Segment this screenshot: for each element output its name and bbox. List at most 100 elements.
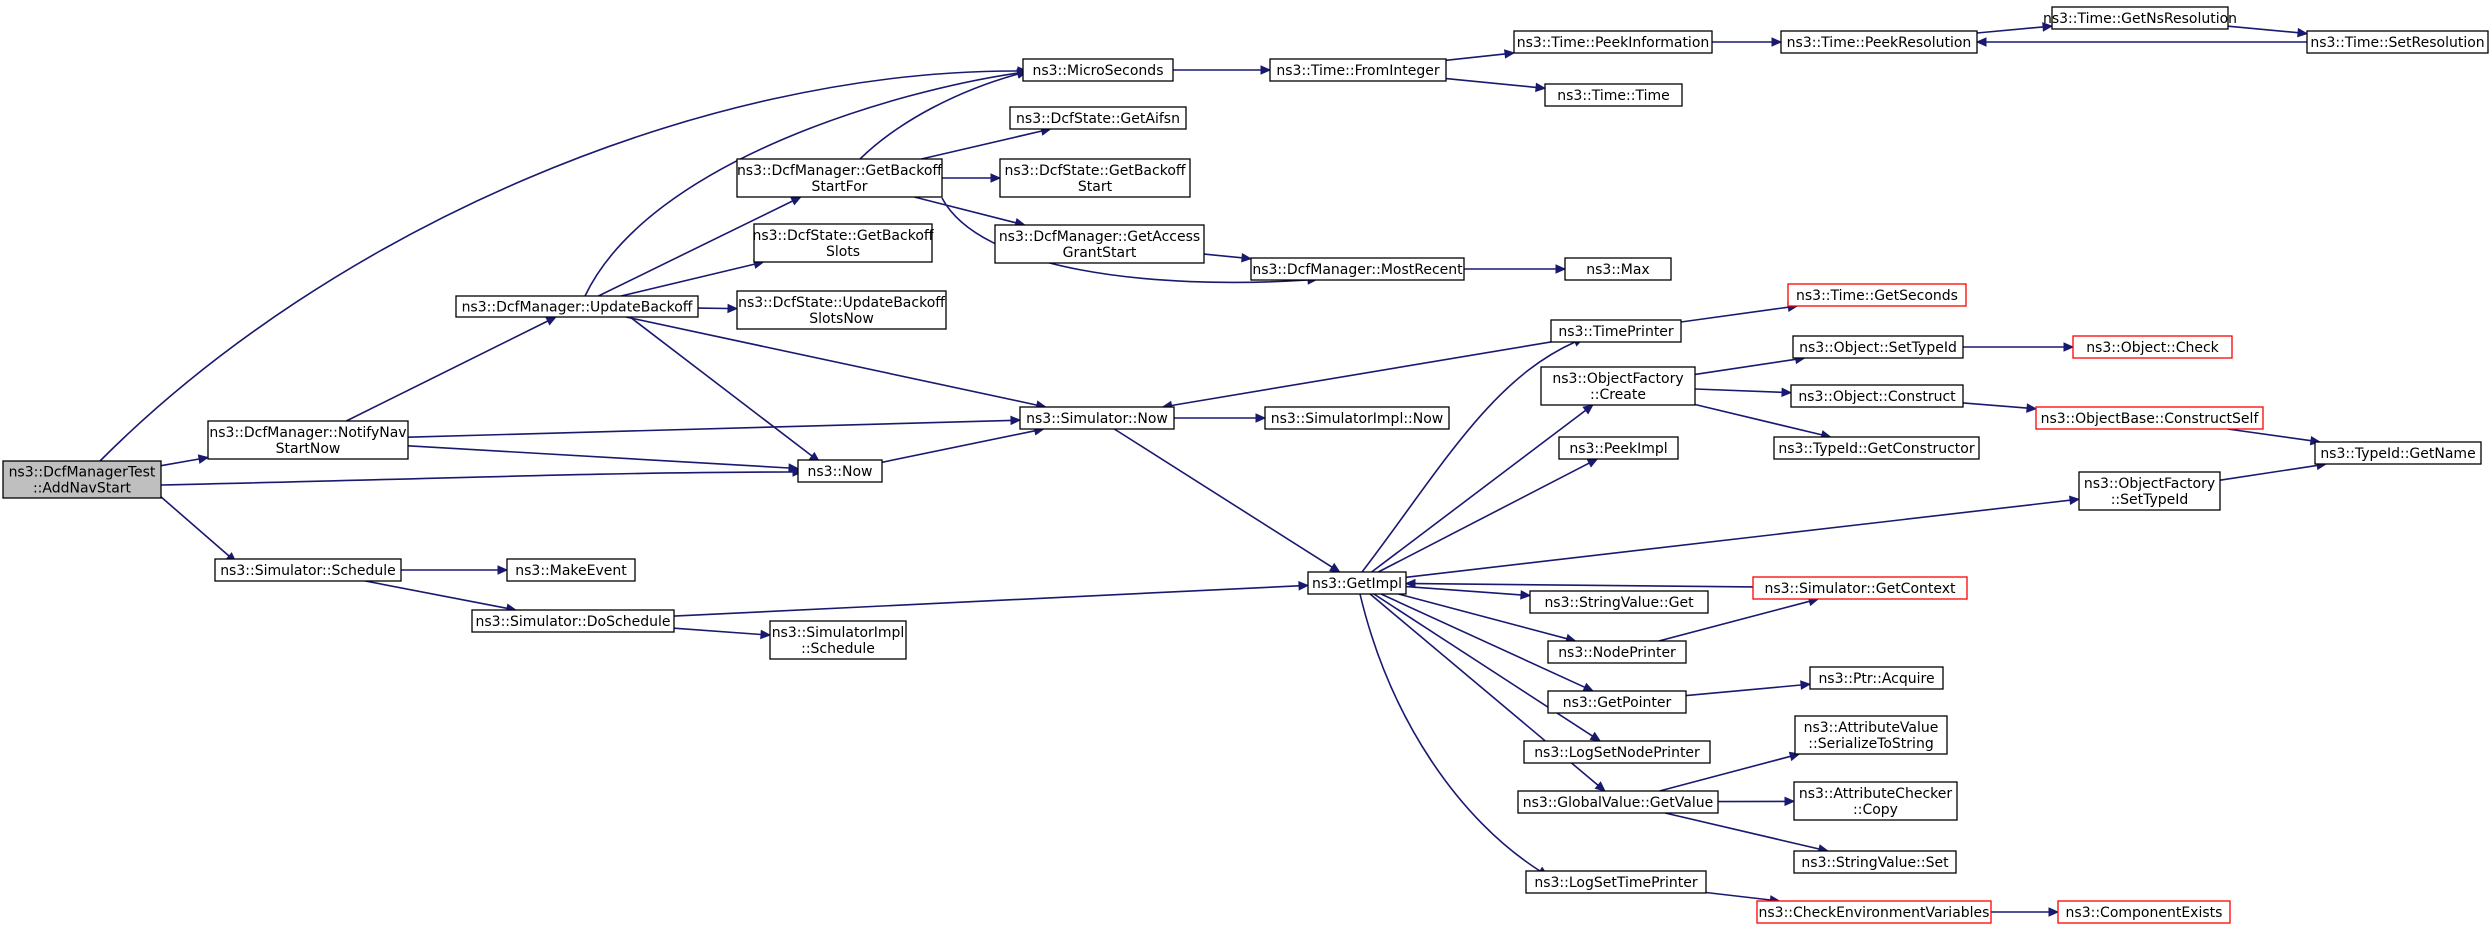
call-graph-nodes: ns3::DcfManagerTest::AddNavStart ns3::Dcf…	[2, 6, 2489, 924]
node-peekInformation[interactable]: ns3::Time::PeekInformation	[1513, 30, 1713, 54]
node-label: ns3::Simulator::Schedule	[220, 563, 396, 579]
node-simNow[interactable]: ns3::Simulator::Now	[1019, 406, 1175, 430]
node-box	[994, 224, 1205, 264]
node-box	[1794, 715, 1948, 755]
edge-getImpl-to-objFactoryCreate	[1371, 404, 1594, 573]
node-globalValueGetValue[interactable]: ns3::GlobalValue::GetValue	[1517, 790, 1719, 814]
node-nodePrinter[interactable]: ns3::NodePrinter	[1547, 640, 1687, 664]
node-label: ns3::MakeEvent	[515, 563, 627, 579]
edge-line	[345, 320, 549, 422]
node-getPointer[interactable]: ns3::GetPointer	[1547, 690, 1687, 714]
arrowhead-icon	[2297, 27, 2309, 38]
arrowhead-icon	[2042, 22, 2054, 32]
node-getName[interactable]: ns3::TypeId::GetName	[2314, 441, 2482, 465]
arrowhead-icon	[1404, 578, 1416, 589]
node-label: ns3::Simulator::GetContext	[1764, 581, 1956, 597]
node-objectCheck[interactable]: ns3::Object::Check	[2072, 335, 2233, 359]
node-label: ns3::SimulatorImpl	[772, 625, 905, 641]
edge-line	[1405, 585, 1522, 596]
node-updateBackoff[interactable]: ns3::DcfManager::UpdateBackoff	[455, 295, 699, 318]
arrowhead-icon	[1781, 387, 1793, 398]
edge-line	[1414, 582, 1754, 588]
node-now[interactable]: ns3::Now	[797, 459, 883, 483]
node-componentExists[interactable]: ns3::ComponentExists	[2057, 900, 2231, 924]
edge-line	[1680, 306, 1789, 323]
node-peekImpl[interactable]: ns3::PeekImpl	[1558, 436, 1679, 460]
edge-line	[1361, 341, 1576, 573]
edge-line	[625, 316, 1038, 406]
node-box	[1513, 30, 1713, 54]
node-logSetTimePrinter[interactable]: ns3::LogSetTimePrinter	[1525, 870, 1707, 894]
edge-getBackoffStartFor-to-getAccessGrantStart	[914, 196, 1026, 228]
node-timePrinter[interactable]: ns3::TimePrinter	[1550, 319, 1682, 343]
node-setResolution[interactable]: ns3::Time::SetResolution	[2306, 30, 2489, 54]
node-microSeconds[interactable]: ns3::MicroSeconds	[1022, 58, 1174, 82]
node-root[interactable]: ns3::DcfManagerTest::AddNavStart	[2, 460, 162, 499]
node-logSetNodePrinter[interactable]: ns3::LogSetNodePrinter	[1523, 740, 1711, 764]
node-label: ns3::DcfManager::GetBackoff	[737, 163, 942, 179]
node-schedule[interactable]: ns3::Simulator::Schedule	[214, 558, 402, 582]
arrowhead-icon	[1255, 413, 1267, 423]
node-makeEvent[interactable]: ns3::MakeEvent	[506, 558, 636, 582]
node-acquire[interactable]: ns3::Ptr::Acquire	[1809, 666, 1944, 690]
node-getNsResolution[interactable]: ns3::Time::GetNsResolution	[2043, 6, 2237, 30]
node-getImpl[interactable]: ns3::GetImpl	[1307, 571, 1407, 595]
node-checkEnv[interactable]: ns3::CheckEnvironmentVariables	[1756, 900, 1992, 924]
node-label: ns3::DcfState::GetAifsn	[1016, 111, 1180, 127]
arrowhead-icon	[1260, 65, 1272, 75]
edge-notifyNav-to-updateBackoff	[345, 316, 557, 422]
edge-peekInformation-to-peekResolution	[1712, 37, 1783, 47]
node-getConstructor[interactable]: ns3::TypeId::GetConstructor	[1773, 436, 1980, 460]
node-label: ns3::ObjectFactory	[2084, 476, 2215, 492]
edge-getBackoffStartFor-to-getBackoffStart	[942, 173, 1002, 183]
node-fromInteger[interactable]: ns3::Time::FromInteger	[1269, 58, 1447, 82]
node-box	[1793, 850, 1957, 874]
node-getSeconds[interactable]: ns3::Time::GetSeconds	[1787, 283, 1967, 307]
node-peekResolution[interactable]: ns3::Time::PeekResolution	[1780, 30, 1978, 54]
node-box	[1022, 58, 1174, 82]
node-label: ns3::AttributeValue	[1804, 720, 1939, 736]
node-max[interactable]: ns3::Max	[1564, 257, 1672, 281]
node-mostRecent[interactable]: ns3::DcfManager::MostRecent	[1250, 257, 1465, 281]
node-setTypeId[interactable]: ns3::Object::SetTypeId	[1792, 335, 1964, 359]
edge-line	[1377, 462, 1590, 573]
node-label: ns3::MicroSeconds	[1032, 63, 1163, 79]
node-getContext[interactable]: ns3::Simulator::GetContext	[1752, 576, 1968, 600]
node-simImplSchedule[interactable]: ns3::SimulatorImpl::Schedule	[769, 620, 907, 660]
node-doSchedule[interactable]: ns3::Simulator::DoSchedule	[471, 609, 675, 633]
node-construct[interactable]: ns3::Object::Construct	[1790, 384, 1964, 408]
node-objFactoryCreate[interactable]: ns3::ObjectFactory::Create	[1540, 366, 1696, 406]
node-getAifsn[interactable]: ns3::DcfState::GetAifsn	[1009, 106, 1187, 130]
node-box	[2057, 900, 2231, 924]
node-box	[769, 620, 907, 660]
node-objFactorySetTypeId[interactable]: ns3::ObjectFactory::SetTypeId	[2078, 471, 2221, 511]
node-label: ns3::Time::GetNsResolution	[2043, 11, 2237, 27]
node-stringValueGet[interactable]: ns3::StringValue::Get	[1529, 590, 1709, 614]
edge-schedule-to-makeEvent	[401, 565, 509, 575]
node-timeTime[interactable]: ns3::Time::Time	[1544, 83, 1683, 107]
node-box	[2051, 6, 2229, 30]
node-box	[1790, 384, 1964, 408]
node-constructSelf[interactable]: ns3::ObjectBase::ConstructSelf	[2035, 406, 2264, 430]
edge-line	[1658, 600, 1810, 642]
node-serializeToString[interactable]: ns3::AttributeValue::SerializeToString	[1794, 715, 1948, 755]
node-label: ns3::LogSetTimePrinter	[1534, 875, 1698, 891]
edge-line	[914, 196, 1017, 224]
edge-updateBackoff-to-updateBackoffSlotsNow	[697, 303, 739, 314]
node-stringValueSet[interactable]: ns3::StringValue::Set	[1793, 850, 1957, 874]
node-simImplNow[interactable]: ns3::SimulatorImpl::Now	[1264, 406, 1450, 430]
node-label: ns3::Time::GetSeconds	[1796, 288, 1958, 304]
edge-globalValueGetValue-to-attrCheckerCopy	[1717, 796, 1796, 807]
node-box	[455, 295, 699, 318]
edge-getImpl-to-logSetTimePrinter	[1359, 593, 1549, 877]
node-attrCheckerCopy[interactable]: ns3::AttributeChecker::Copy	[1793, 781, 1958, 821]
node-box	[1752, 576, 1968, 600]
node-label: ns3::CheckEnvironmentVariables	[1759, 905, 1990, 921]
edge-now-to-simNow	[881, 426, 1045, 464]
